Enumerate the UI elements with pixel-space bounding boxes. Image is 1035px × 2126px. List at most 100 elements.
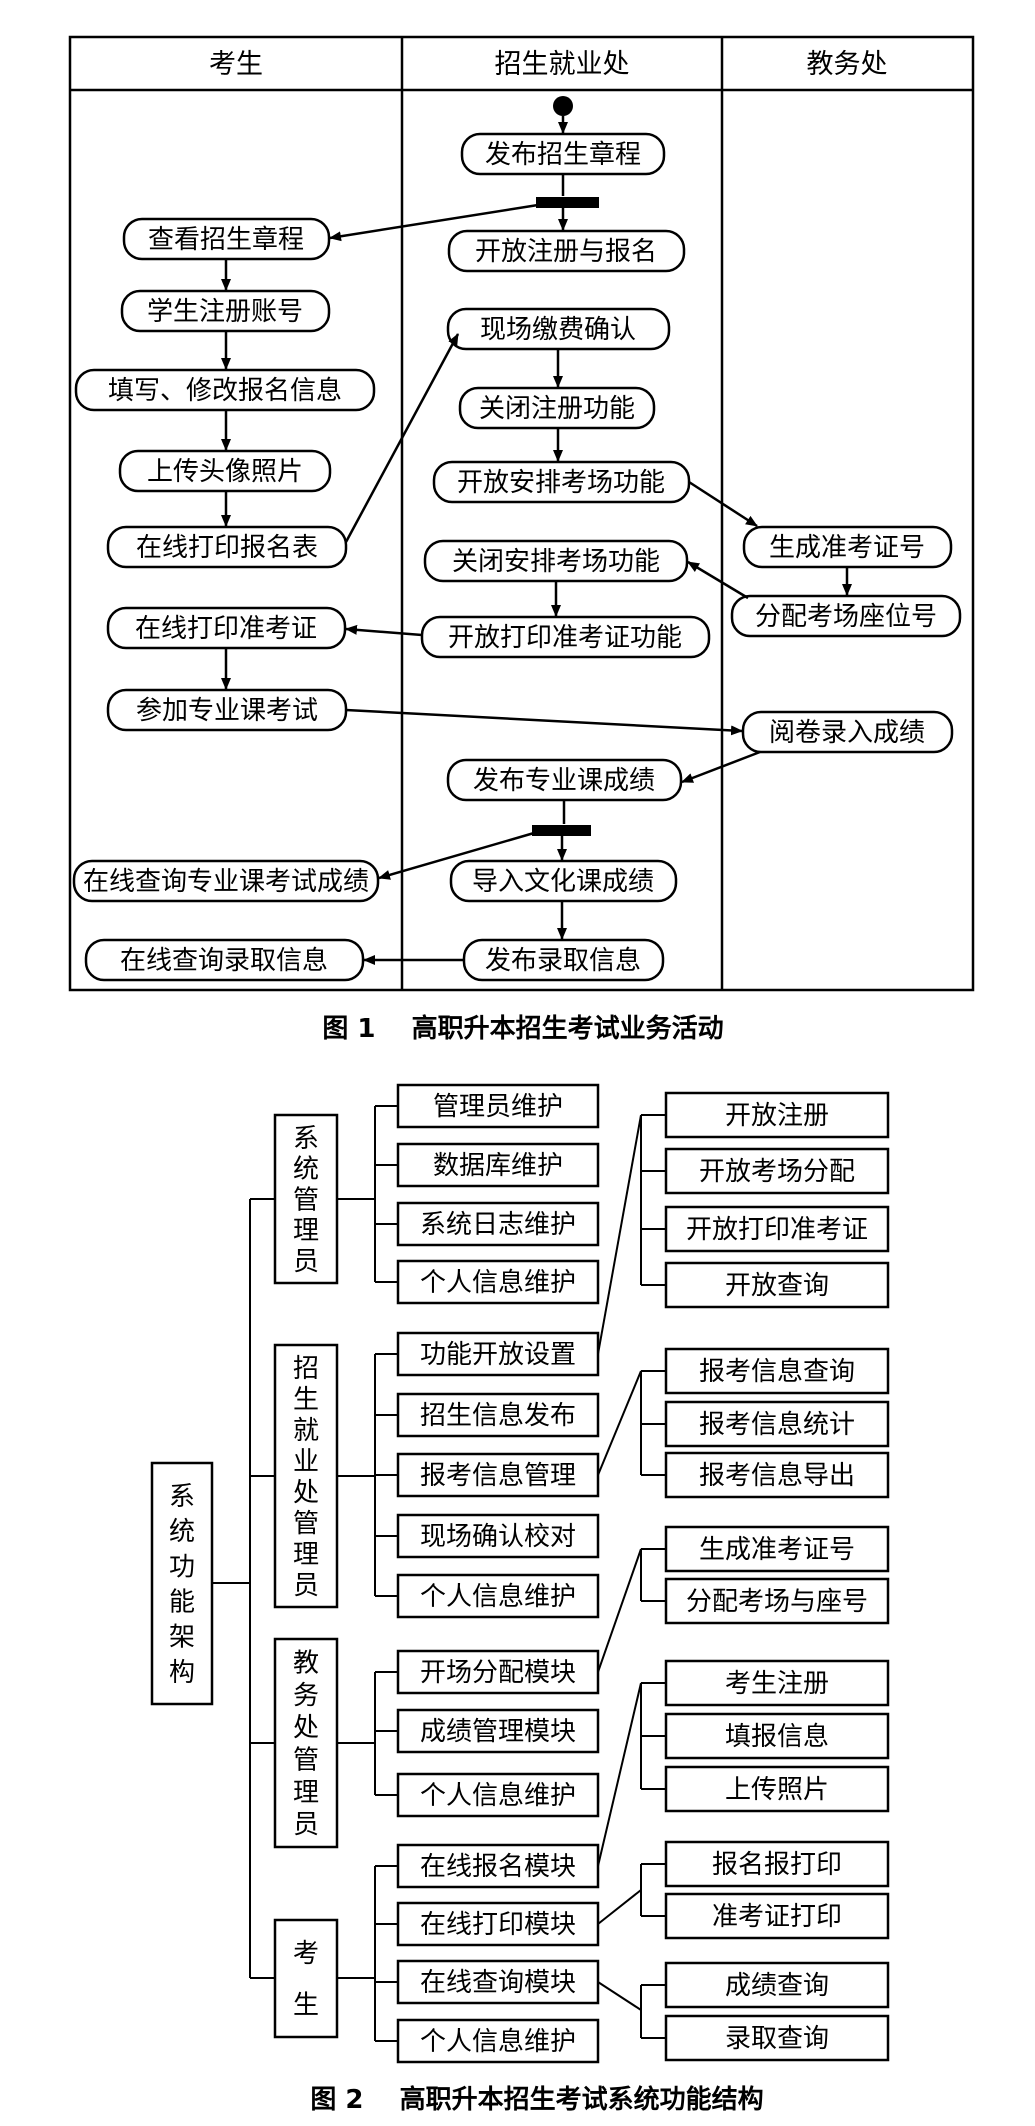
activity-node-query-admission: 在线查询录取信息 bbox=[84, 938, 365, 982]
module-label: 在线报名模块 bbox=[420, 1852, 576, 1882]
module-label: 功能开放设置 bbox=[420, 1340, 576, 1370]
module-label: 数据库维护 bbox=[433, 1151, 563, 1181]
vertical-char: 系 bbox=[293, 1124, 319, 1154]
vertical-char: 处 bbox=[293, 1713, 319, 1743]
module-label: 报考信息管理 bbox=[420, 1461, 576, 1491]
subfunction-label: 开放打印准考证 bbox=[686, 1215, 868, 1245]
module-node: 数据库维护 bbox=[396, 1142, 600, 1188]
subfunction-node: 考生注册 bbox=[664, 1659, 890, 1707]
subfunction-nodes: 开放注册开放考场分配开放打印准考证开放查询报考信息查询报考信息统计报考信息导出生… bbox=[664, 1091, 890, 2062]
vertical-char: 务 bbox=[293, 1681, 319, 1711]
activity-label: 开放打印准考证功能 bbox=[448, 623, 682, 653]
module-nodes: 管理员维护数据库维护系统日志维护个人信息维护功能开放设置招生信息发布报考信息管理… bbox=[396, 1083, 600, 2064]
activity-node-fill-info: 填写、修改报名信息 bbox=[74, 368, 376, 412]
subfunction-label: 报考信息导出 bbox=[699, 1461, 855, 1491]
vertical-char: 生 bbox=[293, 1385, 319, 1415]
activity-node-publish-admission: 发布录取信息 bbox=[462, 938, 665, 982]
module-node: 个人信息维护 bbox=[396, 1772, 600, 1818]
activity-node-import-culture-scores: 导入文化课成绩 bbox=[449, 859, 678, 903]
module-label: 管理员维护 bbox=[433, 1092, 563, 1122]
activity-node-close-arrangement: 关闭安排考场功能 bbox=[423, 539, 689, 583]
role-label: 考生 bbox=[293, 1939, 319, 2021]
activity-label: 导入文化课成绩 bbox=[472, 867, 654, 897]
module-node: 个人信息维护 bbox=[396, 1259, 600, 1305]
vertical-char: 统 bbox=[293, 1155, 319, 1185]
subfunction-label: 分配考场与座号 bbox=[686, 1587, 868, 1617]
subfunction-node: 分配考场与座号 bbox=[664, 1577, 890, 1625]
fork-bar-1 bbox=[536, 197, 599, 208]
vertical-char: 理 bbox=[293, 1216, 319, 1246]
fork-bar-2 bbox=[532, 825, 591, 836]
activity-node-register: 学生注册账号 bbox=[120, 289, 331, 333]
activity-label: 关闭安排考场功能 bbox=[452, 547, 660, 577]
vertical-char: 就 bbox=[293, 1416, 319, 1446]
activity-label: 在线打印准考证 bbox=[135, 614, 317, 644]
activity-label: 查看招生章程 bbox=[148, 225, 304, 255]
module-node: 开场分配模块 bbox=[396, 1649, 600, 1695]
activity-diagram: 考生 招生就业处 教务处 发布招生章程 查看招生章程 开放注册与报名 学生注册账… bbox=[68, 35, 975, 1044]
activity-label: 发布专业课成绩 bbox=[473, 766, 655, 796]
subfunction-label: 考生注册 bbox=[725, 1669, 829, 1699]
module-node: 个人信息维护 bbox=[396, 1573, 600, 1619]
vertical-char: 员 bbox=[293, 1571, 319, 1601]
subfunction-node: 准考证打印 bbox=[664, 1892, 890, 1940]
activity-label: 在线查询录取信息 bbox=[120, 946, 328, 976]
activity-label: 在线打印报名表 bbox=[136, 533, 318, 563]
subfunction-label: 报名报打印 bbox=[712, 1850, 842, 1880]
activity-label: 发布录取信息 bbox=[485, 946, 641, 976]
subfunction-label: 准考证打印 bbox=[712, 1902, 842, 1932]
subfunction-node: 报考信息导出 bbox=[664, 1451, 890, 1499]
activity-node-grade-entry: 阅卷录入成绩 bbox=[741, 710, 954, 754]
vertical-char: 系 bbox=[169, 1482, 195, 1512]
vertical-char: 员 bbox=[293, 1247, 319, 1277]
module-label: 在线打印模块 bbox=[420, 1910, 576, 1940]
subfunction-node: 开放注册 bbox=[664, 1091, 890, 1139]
activity-label: 参加专业课考试 bbox=[136, 696, 318, 726]
module-label: 个人信息维护 bbox=[420, 1582, 576, 1612]
module-label: 现场确认校对 bbox=[420, 1522, 576, 1552]
lane-title-candidate: 考生 bbox=[209, 49, 263, 80]
vertical-char: 业 bbox=[293, 1447, 319, 1477]
activity-node-assign-seat: 分配考场座位号 bbox=[730, 594, 962, 638]
activity-label: 在线查询专业课考试成绩 bbox=[83, 867, 369, 897]
activity-label: 开放安排考场功能 bbox=[457, 468, 665, 498]
activity-node-view-rules: 查看招生章程 bbox=[122, 217, 331, 261]
subfunction-label: 开放注册 bbox=[725, 1101, 829, 1131]
subfunction-node: 录取查询 bbox=[664, 2014, 890, 2062]
vertical-char: 管 bbox=[293, 1746, 319, 1776]
activity-node-print-ticket: 在线打印准考证 bbox=[106, 606, 347, 650]
start-node bbox=[553, 96, 573, 116]
vertical-char: 考 bbox=[293, 1939, 319, 1969]
subfunction-label: 开放查询 bbox=[725, 1271, 829, 1301]
activity-label: 关闭注册功能 bbox=[479, 394, 635, 424]
vertical-char: 架 bbox=[169, 1623, 195, 1653]
vertical-char: 员 bbox=[293, 1810, 319, 1840]
module-node: 功能开放设置 bbox=[396, 1331, 600, 1377]
vertical-char: 功 bbox=[169, 1552, 195, 1582]
module-node: 在线报名模块 bbox=[396, 1843, 600, 1889]
module-label: 个人信息维护 bbox=[420, 2027, 576, 2057]
subfunction-node: 填报信息 bbox=[664, 1712, 890, 1760]
module-node: 管理员维护 bbox=[396, 1083, 600, 1129]
activity-label: 阅卷录入成绩 bbox=[769, 718, 925, 748]
subfunction-label: 上传照片 bbox=[725, 1775, 829, 1805]
vertical-char: 统 bbox=[169, 1517, 195, 1547]
vertical-char: 理 bbox=[293, 1540, 319, 1570]
activity-node-open-arrangement: 开放安排考场功能 bbox=[432, 460, 691, 504]
lane-title-admissions-office: 招生就业处 bbox=[495, 49, 630, 80]
tree-connectors bbox=[212, 1105, 666, 2042]
activity-node-close-registration: 关闭注册功能 bbox=[458, 386, 656, 430]
module-node: 个人信息维护 bbox=[396, 2018, 600, 2064]
figure2-caption: 图 2 高职升本招生考试系统功能结构 bbox=[310, 2084, 763, 2115]
vertical-char: 管 bbox=[293, 1509, 319, 1539]
module-node: 招生信息发布 bbox=[396, 1392, 600, 1438]
activity-node-take-exam: 参加专业课考试 bbox=[106, 688, 348, 732]
